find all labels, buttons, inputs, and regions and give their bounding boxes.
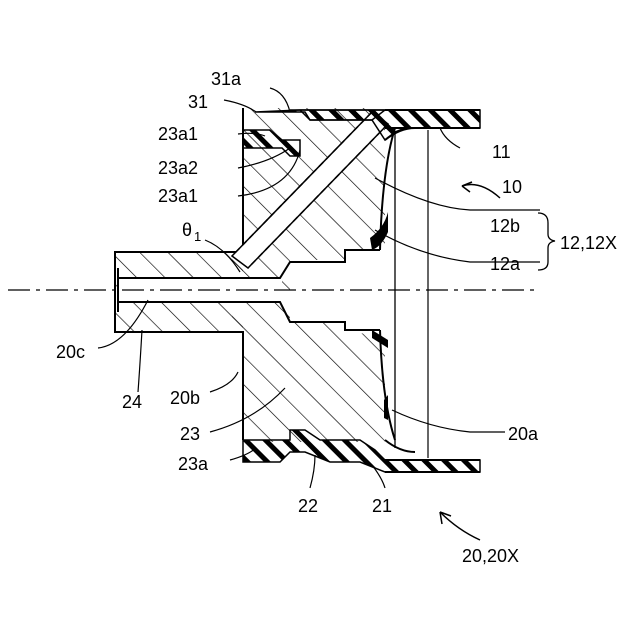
label-theta: θ1 [182,220,201,244]
label-12-12x: 12,12X [560,233,617,253]
label-10: 10 [502,177,522,197]
label-23a1-top: 23a1 [158,124,198,144]
brace-12 [538,213,555,270]
arrow-10 [462,185,500,199]
cylinder-10 [385,110,480,472]
label-12b: 12b [490,216,520,236]
label-20a: 20a [508,424,539,444]
label-24: 24 [122,392,142,412]
label-31a: 31a [211,69,242,89]
label-23: 23 [180,424,200,444]
label-20-20x: 20,20X [462,546,519,566]
label-23a: 23a [178,454,209,474]
label-23a2: 23a2 [158,158,198,178]
label-21: 21 [372,496,392,516]
label-31: 31 [188,92,208,112]
label-11: 11 [492,142,511,162]
label-22: 22 [298,496,318,516]
label-20b: 20b [170,388,200,408]
label-20c: 20c [56,342,85,362]
label-23a1-bottom: 23a1 [158,186,198,206]
theta-subscript: 1 [194,229,201,244]
theta-letter: θ [182,220,192,240]
arrow-20 [440,512,480,540]
label-12a: 12a [490,254,521,274]
